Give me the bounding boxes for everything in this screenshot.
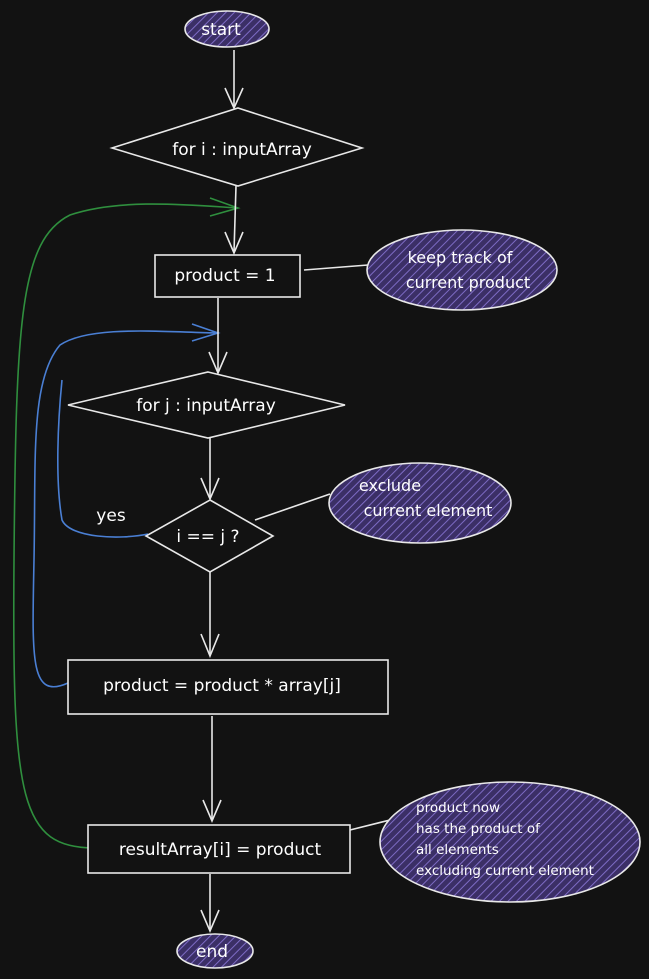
end-label: end <box>196 942 228 962</box>
flow-arrows <box>200 50 244 934</box>
note-result-line-3: all elements <box>416 842 499 858</box>
note-result-connector <box>349 819 391 831</box>
note-track-connector <box>303 264 369 271</box>
note-exclude: exclude current element <box>328 462 512 544</box>
check-diamond: i == j ? <box>144 499 275 573</box>
note-exclude-connector <box>254 493 331 521</box>
inner-loop-label: for j : inputArray <box>136 396 276 416</box>
note-result-line-1: product now <box>416 800 500 816</box>
note-exclude-line-1: exclude <box>359 476 421 495</box>
init-product-label: product = 1 <box>174 266 275 286</box>
start-label: start <box>201 20 241 40</box>
store-result-label: resultArray[i] = product <box>119 840 322 860</box>
end-node: end <box>176 933 254 969</box>
note-track: keep track of current product <box>366 229 558 311</box>
init-product-box: product = 1 <box>154 254 301 298</box>
note-track-line-1: keep track of <box>408 248 513 267</box>
outer-loop-back-arrowhead <box>209 197 241 217</box>
note-result-line-4: excluding current element <box>416 863 594 879</box>
multiply-box: product = product * array[j] <box>67 659 389 715</box>
yes-edge-label: yes <box>96 506 126 526</box>
start-node: start <box>184 10 270 48</box>
inner-loop-diamond: for j : inputArray <box>67 371 346 439</box>
inner-loop-back-arrow <box>32 330 219 688</box>
store-result-box: resultArray[i] = product <box>87 824 351 874</box>
outer-loop-diamond: for i : inputArray <box>109 107 365 187</box>
multiply-label: product = product * array[j] <box>103 676 341 696</box>
outer-loop-back-arrow <box>12 203 239 849</box>
note-track-line-2: current product <box>406 273 530 292</box>
outer-loop-label: for i : inputArray <box>172 140 312 160</box>
note-result: product now has the product of all eleme… <box>379 781 641 903</box>
note-exclude-line-2: current element <box>364 501 493 520</box>
note-result-line-2: has the product of <box>416 821 541 837</box>
yes-branch-line <box>57 379 149 538</box>
check-label: i == j ? <box>176 527 239 547</box>
